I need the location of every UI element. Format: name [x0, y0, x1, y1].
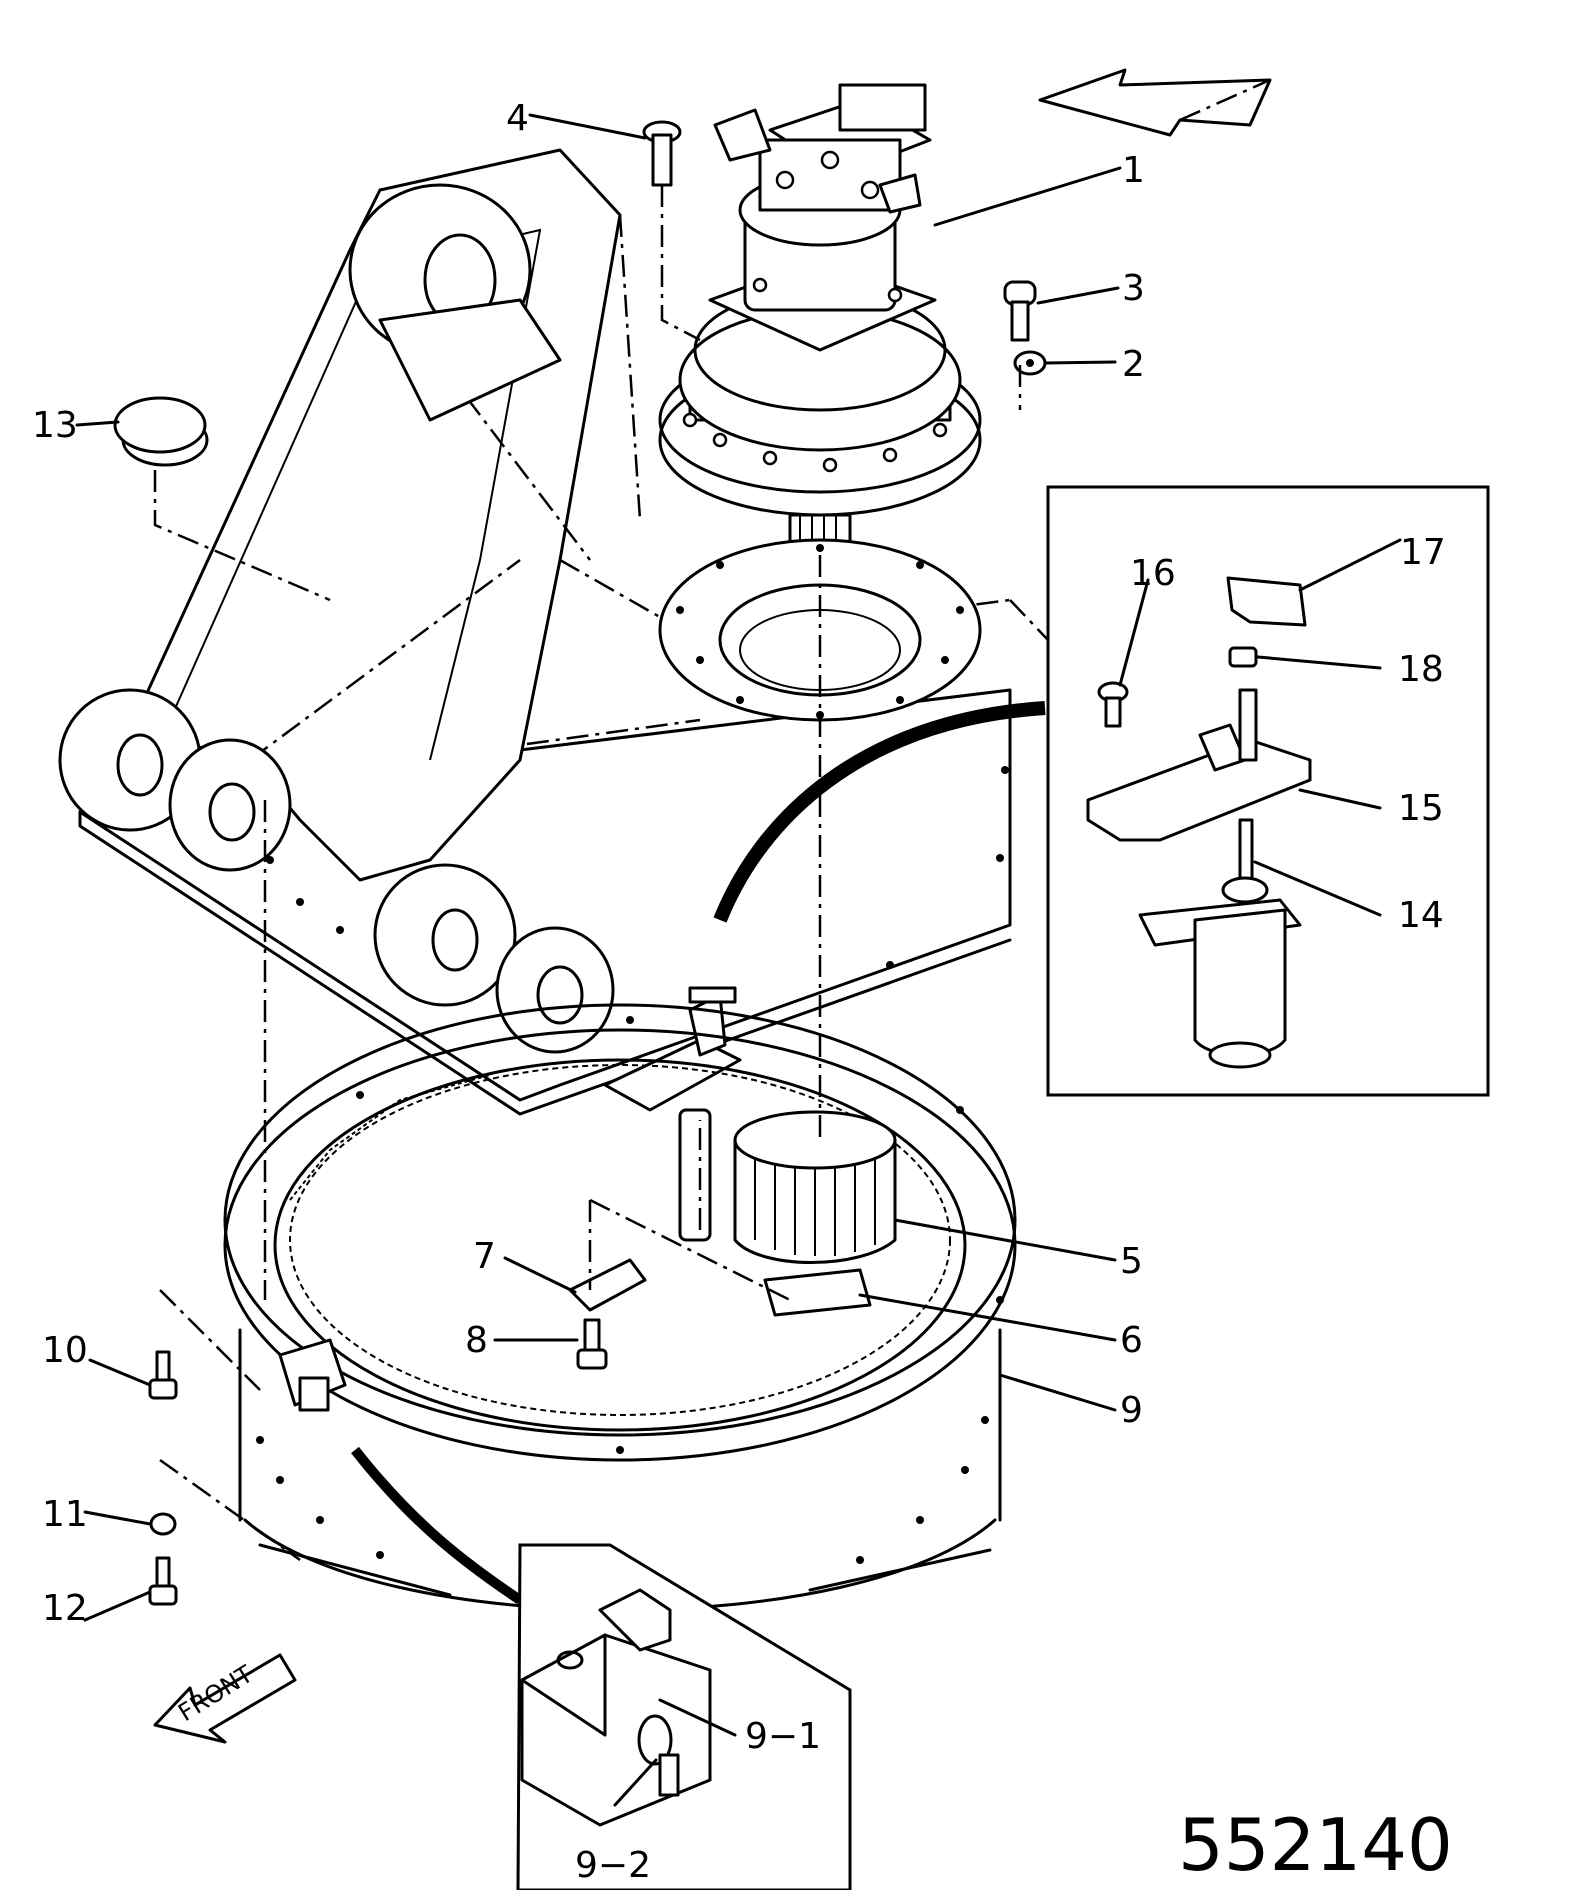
callout-2: 2 [1122, 344, 1145, 385]
drawing-number: 552140 [1178, 1803, 1453, 1887]
swing-motor [658, 83, 982, 557]
callout-9-1: 9−1 [745, 1716, 821, 1757]
callout-16: 16 [1130, 553, 1176, 594]
callout-labels: 1 2 3 4 5 6 7 8 9 10 11 12 13 14 15 16 1… [32, 98, 1446, 1886]
callout-6: 6 [1120, 1320, 1143, 1361]
washer-11 [149, 1512, 177, 1536]
callout-4: 4 [506, 98, 529, 139]
bolt-10 [148, 1350, 178, 1400]
detail-inset-stopper [516, 1543, 852, 1890]
stopper-block [278, 1338, 347, 1412]
upper-frame [58, 148, 1046, 1116]
washer-2 [1013, 350, 1047, 376]
callout-10: 10 [42, 1330, 88, 1371]
callout-9-2: 9−2 [575, 1845, 651, 1886]
callout-12: 12 [42, 1588, 88, 1629]
swing-bearing [223, 1003, 1017, 1612]
top-direction-arrow [1038, 68, 1272, 137]
callout-9: 9 [1120, 1390, 1143, 1431]
callout-7: 7 [473, 1236, 496, 1277]
pinion-gear [678, 1108, 897, 1317]
callout-15: 15 [1398, 788, 1444, 829]
callout-1: 1 [1122, 150, 1145, 191]
leader-lines [75, 113, 1402, 1807]
callout-11: 11 [42, 1494, 88, 1535]
bolt-8 [576, 1318, 608, 1370]
callout-5: 5 [1120, 1241, 1143, 1282]
callout-17: 17 [1400, 532, 1446, 573]
bracket-7 [568, 1258, 647, 1312]
detail-inset-lock [1046, 485, 1490, 1097]
callout-18: 18 [1398, 649, 1444, 690]
centerlines [153, 185, 1049, 1562]
callout-13: 13 [32, 405, 78, 446]
callout-14: 14 [1398, 895, 1444, 936]
callout-3: 3 [1122, 268, 1145, 309]
callout-8: 8 [465, 1320, 488, 1361]
bolt-12 [148, 1556, 178, 1606]
bolt-3 [1003, 280, 1037, 342]
cap [113, 396, 209, 467]
pin-4 [642, 120, 682, 187]
front-arrow: FRONT [153, 1653, 297, 1744]
motor-mounting-flange [658, 538, 982, 722]
